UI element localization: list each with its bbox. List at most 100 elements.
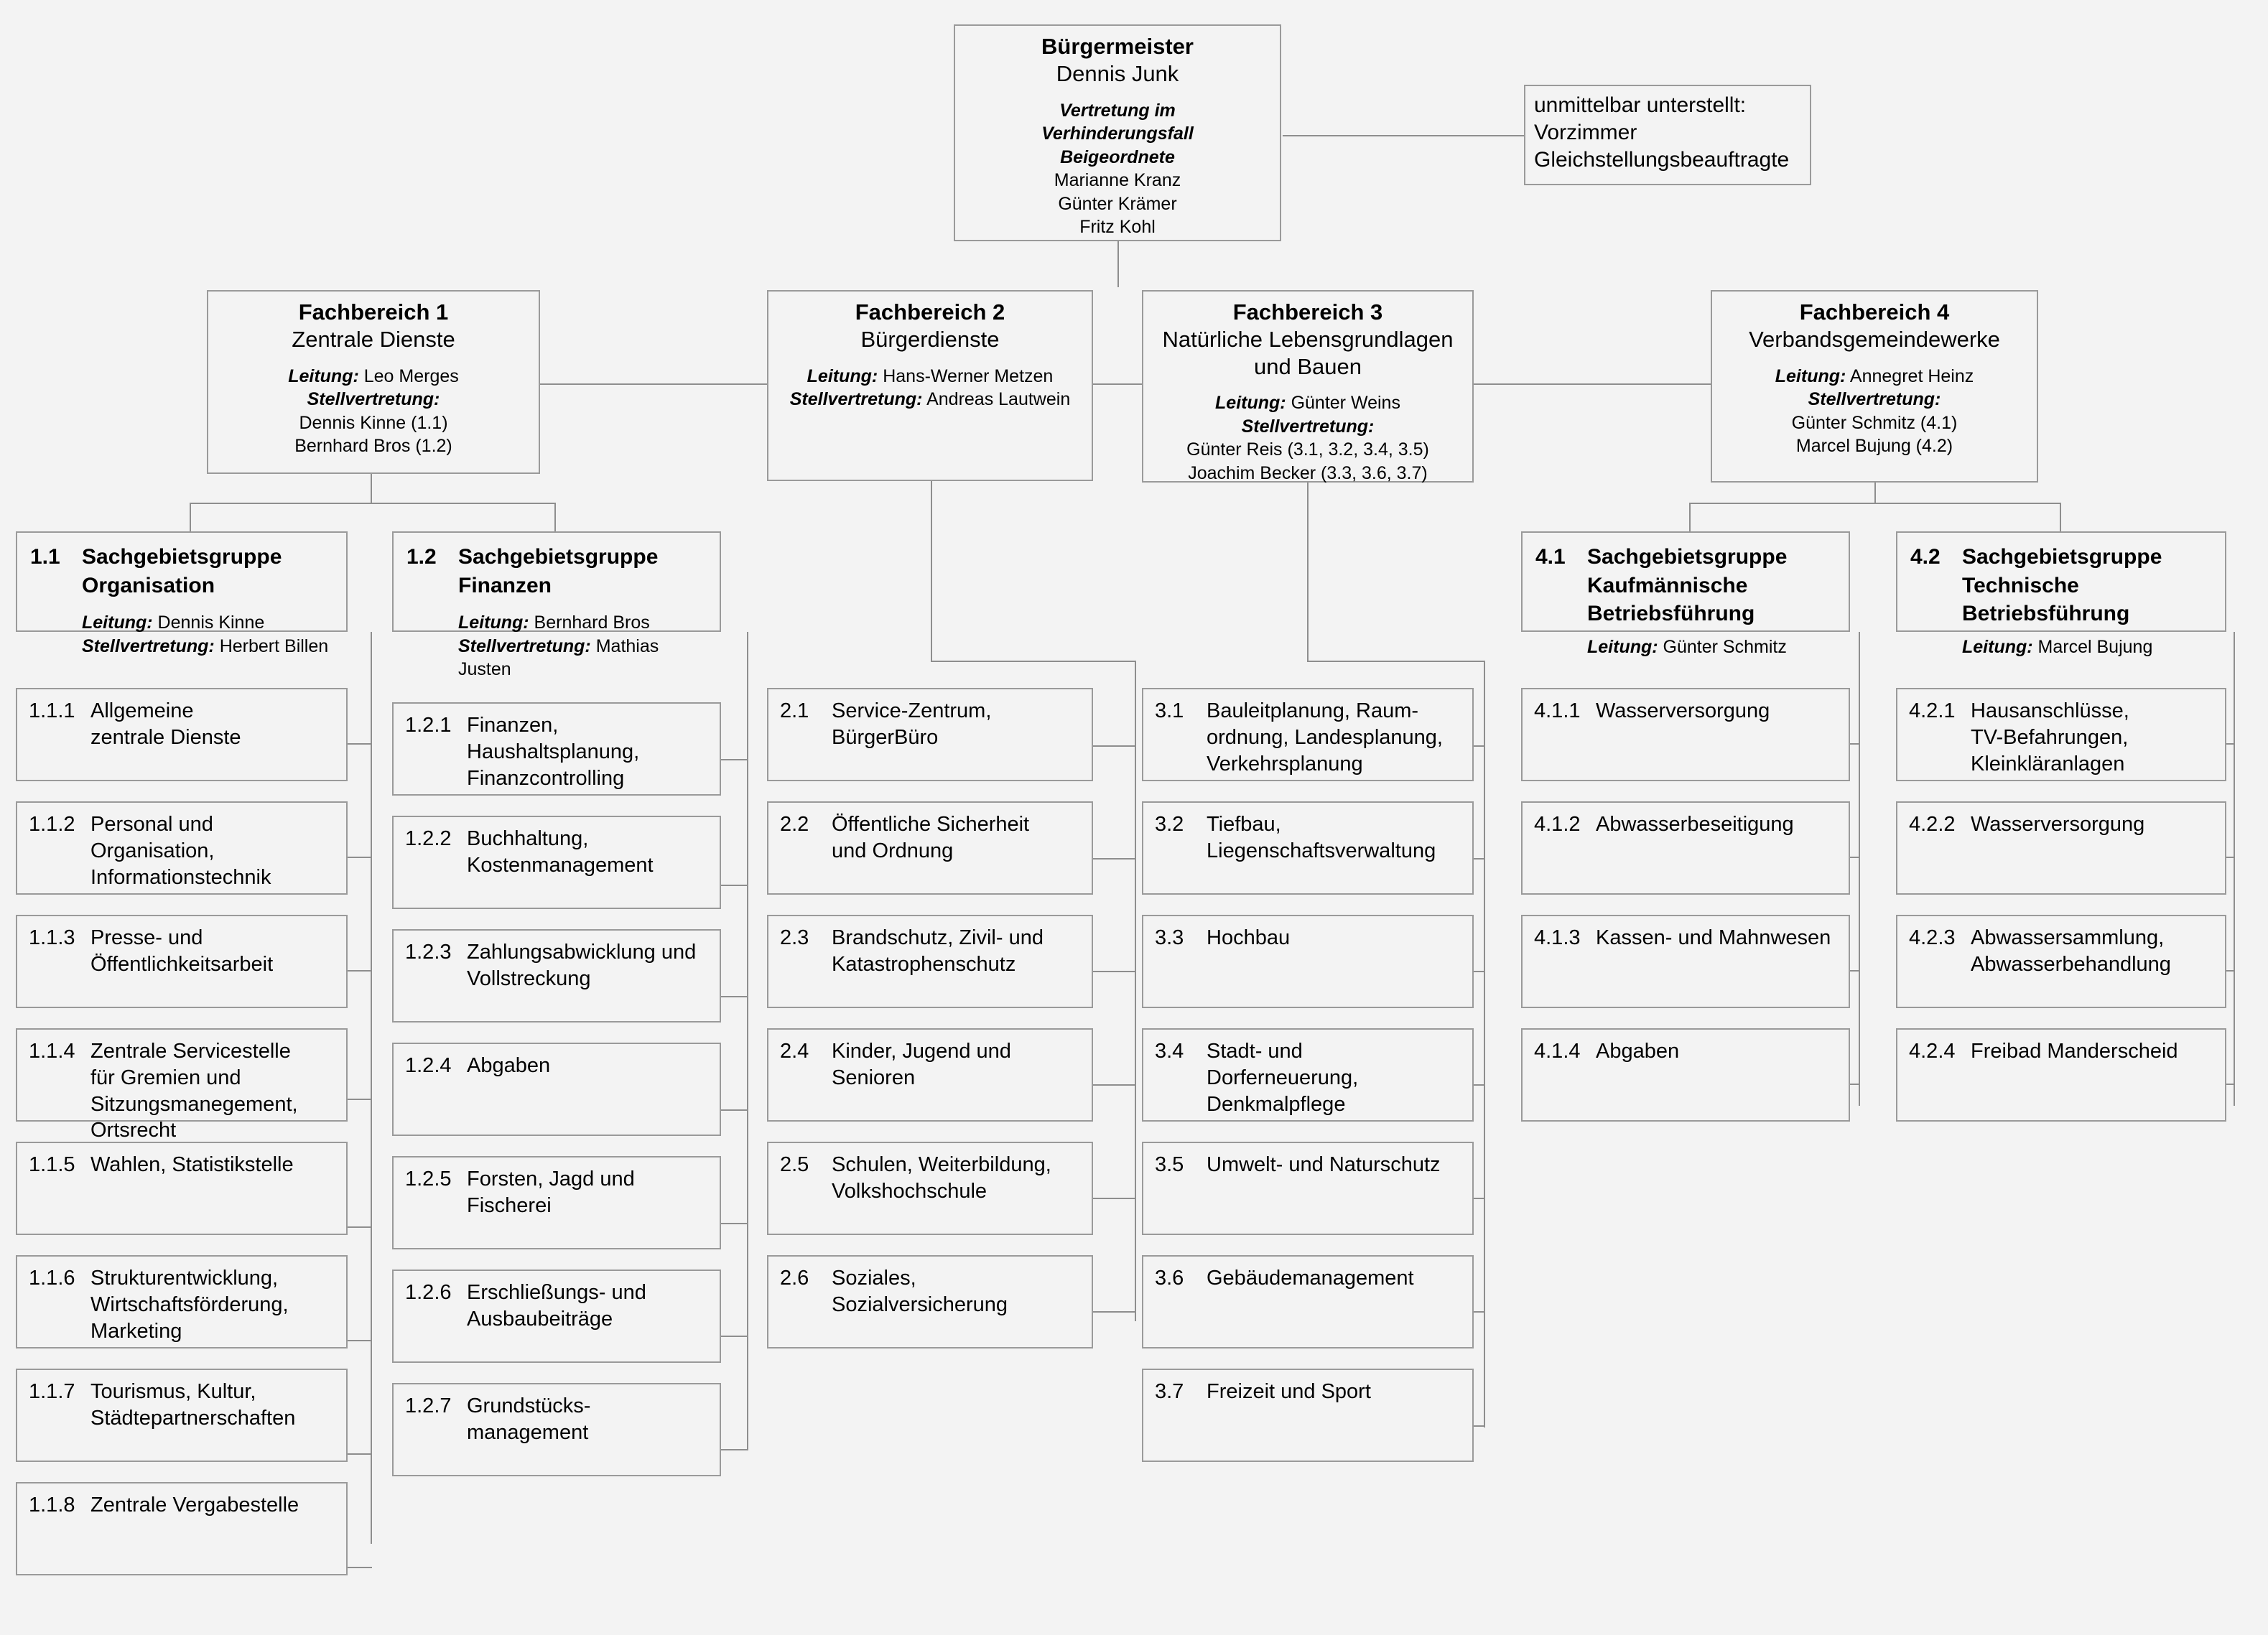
connector-2-4 <box>1093 1084 1136 1086</box>
node-fachbereich-4[interactable]: Fachbereich 4 Verbandsgemeindewerke Leit… <box>1711 290 2038 483</box>
fb3-subtitle-line1: Natürliche Lebensgrundlagen <box>1162 326 1454 352</box>
unit-label-line: Personal und <box>90 813 213 836</box>
unit-label-line: Freizeit und Sport <box>1207 1380 1371 1403</box>
unit-label-line: Forsten, Jagd und <box>467 1168 635 1191</box>
node-group-4-1[interactable]: 4.1 Sachgebietsgruppe Kaufmännische Betr… <box>1521 531 1850 657</box>
unit-number: 2.6 <box>780 1267 809 1290</box>
group-1-2-name-line2: Finanzen <box>458 573 552 597</box>
group-1-2-heading: 1.2 Sachgebietsgruppe Finanzen <box>406 543 707 600</box>
node-group-4-2[interactable]: 4.2 Sachgebietsgruppe Technische Betrieb… <box>1896 531 2226 657</box>
unit-label-line: Städtepartnerschaften <box>90 1406 296 1430</box>
connector-fb2-down <box>931 474 932 662</box>
unit-label-line: Soziales, <box>832 1267 916 1290</box>
unit-number: 3.7 <box>1155 1380 1184 1403</box>
connector-fb1-groups-bus <box>190 503 554 504</box>
group-4-2-name-line3: Betriebsführung <box>1962 602 2130 626</box>
fb4-leitung-label: Leitung: <box>1775 365 1846 386</box>
node-fachbereich-1[interactable]: Fachbereich 1 Zentrale Dienste Leitung: … <box>207 290 540 474</box>
group-1-2-stellvertretung-label: Stellvertretung: <box>458 635 591 656</box>
fb2-leitung-label: Leitung: <box>807 365 878 386</box>
unit-label-line: Kinder, Jugend und <box>832 1040 1011 1063</box>
fb3-leitung-value: Günter Weins <box>1291 393 1400 414</box>
fb2-stellvertretung-value: Andreas Lautwein <box>926 389 1071 410</box>
unit-label-line: Zahlungsabwicklung und <box>467 941 697 964</box>
unit-label: Buchhaltung,Kostenmanagement <box>467 826 654 879</box>
node-buergermeister[interactable]: Bürgermeister Dennis Junk Vertretung im … <box>954 24 1281 241</box>
group-4-1-name-line2: Kaufmännische <box>1587 573 1748 597</box>
group-1-1-name-line1: Sachgebietsgruppe <box>82 545 282 569</box>
unit-number: 1.2.5 <box>405 1168 452 1191</box>
node-fachbereich-2[interactable]: Fachbereich 2 Bürgerdienste Leitung: Han… <box>767 290 1093 481</box>
connector-fb3-fb4 <box>1474 383 1711 385</box>
unit-number: 1.1.6 <box>29 1267 75 1290</box>
unit-label-line: Ausbaubeiträge <box>467 1307 613 1331</box>
node-unit-2-6[interactable]: 2.6 Soziales,Sozialversicherung <box>767 1255 1093 1348</box>
unit-number: 1.1.2 <box>29 813 75 836</box>
group-4-2-name-line1: Sachgebietsgruppe <box>1962 545 2162 569</box>
node-unit-3-7[interactable]: 3.7 Freizeit und Sport <box>1142 1369 1474 1462</box>
node-group-1-2[interactable]: 1.2 Sachgebietsgruppe Finanzen Leitung: … <box>392 531 721 679</box>
unit-number: 1.2.4 <box>405 1054 452 1077</box>
group-1-2-leitung: Leitung: Bernhard Bros <box>458 611 707 635</box>
root-name: Dennis Junk <box>1056 60 1179 86</box>
unit-label-line: Sozialversicherung <box>832 1292 1008 1316</box>
root-deputy-heading-line3: Beigeordnete <box>1060 146 1175 167</box>
node-fachbereich-3[interactable]: Fachbereich 3 Natürliche Lebensgrundlage… <box>1142 290 1474 483</box>
connector-1-1-5 <box>343 1226 372 1228</box>
unit-label-line: Zentrale Servicestelle <box>90 1040 291 1063</box>
root-deputy-1: Marianne Kranz <box>1054 170 1181 191</box>
unit-label-line: Wahlen, Statistikstelle <box>90 1153 294 1176</box>
unit-label-line: management <box>467 1420 589 1444</box>
group-4-2-leitung-label: Leitung: <box>1962 636 2033 657</box>
node-group-1-1[interactable]: 1.1 Sachgebietsgruppe Organisation Leitu… <box>16 531 348 656</box>
node-direct-reports-note[interactable]: unmittelbar unterstellt: Vorzimmer Gleic… <box>1524 85 1811 185</box>
unit-number: 1.2.6 <box>405 1281 452 1304</box>
unit-label-line: Service-Zentrum, <box>832 699 992 722</box>
unit-label-line: Grundstücks- <box>467 1394 591 1417</box>
connector-group42-up <box>2060 503 2061 531</box>
unit-label: Wasserversorgung <box>1971 811 2144 838</box>
